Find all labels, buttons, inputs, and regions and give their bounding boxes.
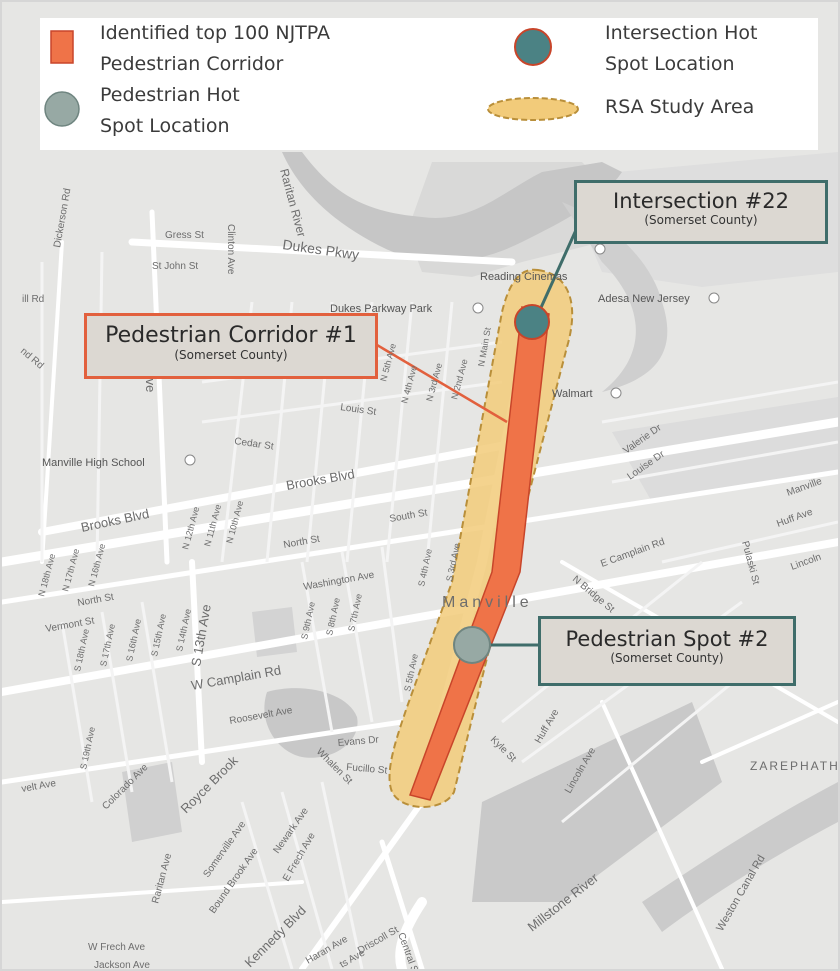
map-label: Manville (442, 594, 533, 611)
leader-intersection (537, 229, 578, 313)
map-label: Gress St (165, 230, 204, 241)
map-label: Clinton Ave (225, 224, 236, 275)
quarry-area (472, 702, 722, 902)
walmart-marker (610, 387, 622, 399)
map-label: Louis St (340, 402, 378, 418)
millstone-river (642, 782, 838, 932)
map-label: Evans Dr (337, 734, 380, 749)
pedestrian-hotspot-swatch (44, 91, 80, 127)
river-bend (562, 202, 668, 392)
map-label: Cedar St (234, 436, 275, 452)
intersection-callout-sub: (Somerset County) (644, 213, 758, 227)
ped-spot-callout-sub: (Somerset County) (610, 651, 724, 665)
corridor-callout-sub: (Somerset County) (174, 348, 288, 362)
raritan-river (282, 152, 622, 262)
ped-spot-callout: Pedestrian Spot #2 (Somerset County) (538, 616, 796, 686)
ped-spot-callout-title: Pedestrian Spot #2 (565, 627, 769, 651)
legend-intersection-label: Intersection Hot Spot Location (605, 22, 758, 75)
adesa-marker (708, 292, 720, 304)
map-label: Adesa New Jersey (598, 293, 690, 305)
industrial-area (612, 397, 838, 502)
legend-symbols (44, 28, 579, 127)
map-legend: Identified top 100 NJTPA Pedestrian Corr… (40, 18, 818, 150)
map-label: Jackson Ave (94, 960, 150, 969)
park-marker (472, 302, 484, 314)
map-label: Dukes Parkway Park (330, 303, 433, 315)
legend-rsa-label: RSA Study Area (605, 96, 755, 118)
intersection-callout-title: Intersection #22 (613, 189, 789, 213)
map-label: Manville High School (42, 457, 145, 469)
legend-ped-spot-label: Pedestrian Hot Spot Location (100, 84, 240, 137)
map-label: ZAREPHATH (750, 759, 838, 773)
school-marker (184, 454, 196, 466)
intersection-callout: Intersection #22 (Somerset County) (574, 180, 828, 244)
map-label: W Frech Ave (88, 942, 145, 953)
corridor-callout: Pedestrian Corridor #1 (Somerset County) (84, 313, 378, 379)
map-label: St John St (152, 261, 198, 272)
cinema-marker (594, 243, 606, 255)
block-area (122, 762, 182, 842)
map-label: Walmart (552, 388, 593, 400)
pedestrian-hotspot (453, 626, 491, 664)
rsa-swatch (487, 97, 579, 121)
corridor-callout-title: Pedestrian Corridor #1 (105, 323, 357, 348)
legend-corridor-label: Identified top 100 NJTPA Pedestrian Corr… (100, 22, 331, 75)
intersection-hotspot (514, 304, 550, 340)
leader-corridor (376, 343, 508, 424)
corridor-swatch (50, 30, 74, 64)
map-label: Reading Cinemas (480, 271, 568, 283)
map-label: Fucillo St (346, 762, 388, 777)
map-label: ill Rd (22, 294, 44, 305)
intersection-hotspot-swatch (514, 28, 552, 66)
pedestrian-corridor (409, 306, 550, 801)
